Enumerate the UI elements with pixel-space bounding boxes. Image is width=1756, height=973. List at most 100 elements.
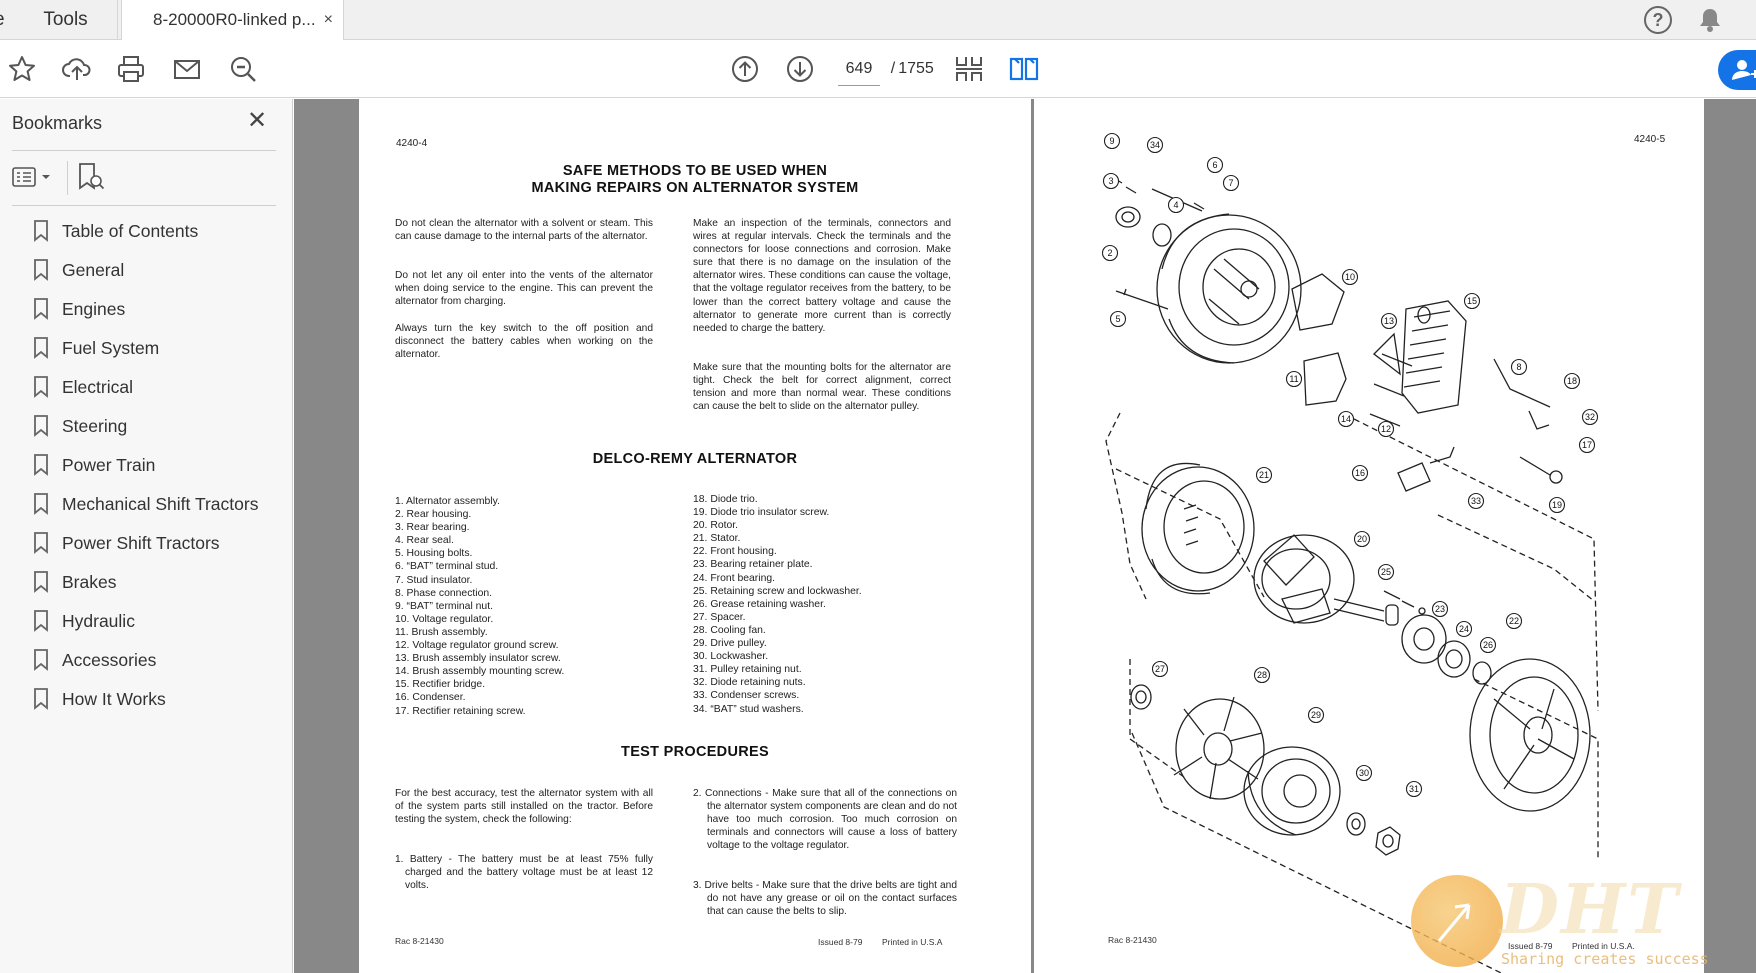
watermark-logo-text: DHT [1500,870,1680,950]
parts-list-col1: 1. Alternator assembly. 2. Rear housing.… [395,495,564,718]
tab-home[interactable]: e [0,0,14,40]
list-item: 9. “BAT” terminal nut. [395,600,493,612]
bookmark-icon [33,454,49,476]
star-icon[interactable] [4,51,40,87]
callout-label: 28 [1257,670,1267,680]
page-number-input[interactable]: 649 [838,52,880,86]
bookmark-item[interactable]: Engines [0,290,292,329]
bookmark-item[interactable]: Fuel System [0,329,292,368]
bookmark-label: Table of Contents [62,221,199,241]
callout-bubble: 32 [1581,408,1599,426]
tab-document[interactable]: 8-20000R0-linked p... × [121,0,344,41]
callout-bubble: 7 [1222,174,1240,192]
callout-label: 10 [1345,272,1355,282]
divider [12,205,276,206]
bookmark-item[interactable]: Steering [0,407,292,446]
callout-bubble: 2 [1101,244,1119,262]
toolbar: 649 / 1755 [0,40,1756,98]
paragraph: For the best accuracy, test the alternat… [395,788,653,826]
callout-label: 27 [1155,664,1165,674]
callout-bubble: 16 [1351,464,1369,482]
callout-bubble: 20 [1353,530,1371,548]
list-item: 28. Cooling fan. [693,624,766,636]
callout-bubble: 19 [1548,496,1566,514]
callout-label: 25 [1381,567,1391,577]
bookmark-options-button[interactable] [12,163,56,193]
bookmark-item[interactable]: Table of Contents [0,212,292,251]
divider [67,161,68,195]
list-item: 17. Rectifier retaining screw. [395,705,526,717]
page-up-icon[interactable] [727,51,763,87]
bookmark-label: How It Works [62,689,166,709]
bookmark-label: Electrical [62,377,133,397]
two-page-view-icon[interactable] [1006,51,1042,87]
callout-label: 31 [1409,784,1419,794]
callout-bubble: 8 [1510,358,1528,376]
bookmark-label: Fuel System [62,338,160,358]
bookmark-item[interactable]: Accessories [0,641,292,680]
paragraph: 1. Battery - The battery must be at leas… [395,854,653,892]
bookmarks-title: Bookmarks [12,113,103,133]
bookmark-label: Power Train [62,455,156,475]
close-panel-icon[interactable]: ✕ [246,107,268,134]
bookmark-item[interactable]: Mechanical Shift Tractors [0,485,292,524]
help-circle-icon[interactable]: ? [1644,6,1672,34]
section-title: TEST PROCEDURES [621,744,769,760]
callout-label: 6 [1212,160,1217,170]
print-icon[interactable] [113,51,149,87]
callout-label: 33 [1471,496,1481,506]
share-user-button[interactable] [1718,50,1756,90]
footer-issued: Issued 8-79 [818,937,863,947]
bookmark-label: Steering [62,416,128,436]
callout-label: 15 [1467,296,1477,306]
bookmark-item[interactable]: How It Works [0,680,292,719]
section-title: DELCO-REMY ALTERNATOR [592,451,798,467]
callout-bubble: 25 [1377,563,1395,581]
parts-list-col2: 18. Diode trio. 19. Diode trio insulator… [693,493,862,716]
tab-document-label: 8-20000R0-linked p... [153,10,316,29]
list-item: 19. Diode trio insulator screw. [693,507,830,519]
callout-bubble: 24 [1455,620,1473,638]
bookmark-item[interactable]: General [0,251,292,290]
callout-bubble: 13 [1380,312,1398,330]
total-pages: 1755 [898,60,934,77]
close-tab-icon[interactable]: × [323,11,333,28]
callout-label: 23 [1435,604,1445,614]
cloud-upload-icon[interactable] [59,51,95,87]
bookmark-item[interactable]: Brakes [0,563,292,602]
list-item: 34. “BAT” stud washers. [693,703,804,715]
list-item: 5. Housing bolts. [395,548,473,560]
callout-label: 26 [1483,640,1493,650]
list-item: 8. Phase connection. [395,587,493,599]
section-title: SAFE METHODS TO BE USED WHEN [562,163,828,179]
add-bookmark-icon[interactable] [76,161,106,193]
paragraph: 3. Drive belts - Make sure that the driv… [693,880,957,918]
mail-icon[interactable] [169,51,205,87]
bookmark-item[interactable]: Power Shift Tractors [0,524,292,563]
document-viewport[interactable]: 4240-4 SAFE METHODS TO BE USED WHEN MAKI… [294,99,1756,973]
callout-bubble: 5 [1109,310,1127,328]
alternator-exploded-diagram: 9346734210513158111412183217163319212025… [1101,132,1599,973]
bookmark-icon [33,376,49,398]
bookmarks-panel: Bookmarks ✕ Table of Contents General En… [0,99,307,973]
bookmark-item[interactable]: Power Train [0,446,292,485]
callout-label: 21 [1259,470,1269,480]
callout-bubble: 21 [1255,466,1273,484]
footer-ref: Rac 8-21430 [395,936,444,946]
watermark-logo-icon [1411,875,1503,967]
callout-bubble: 6 [1206,156,1224,174]
list-item: 24. Front bearing. [693,572,776,584]
bookmark-item[interactable]: Hydraulic [0,602,292,641]
page-down-icon[interactable] [782,51,818,87]
bookmark-item[interactable]: Electrical [0,368,292,407]
fit-page-icon[interactable] [951,51,987,87]
paragraph: 2. Connections - Make sure that all of t… [693,788,957,852]
list-item: 4. Rear seal. [395,535,454,547]
zoom-search-icon[interactable] [225,51,261,87]
callout-label: 29 [1311,710,1321,720]
divider [12,150,276,151]
tab-tools[interactable]: Tools [14,0,118,40]
page-separator: / [890,60,896,77]
list-item: 6. “BAT” terminal stud. [395,561,499,573]
bell-icon[interactable] [1698,7,1722,33]
